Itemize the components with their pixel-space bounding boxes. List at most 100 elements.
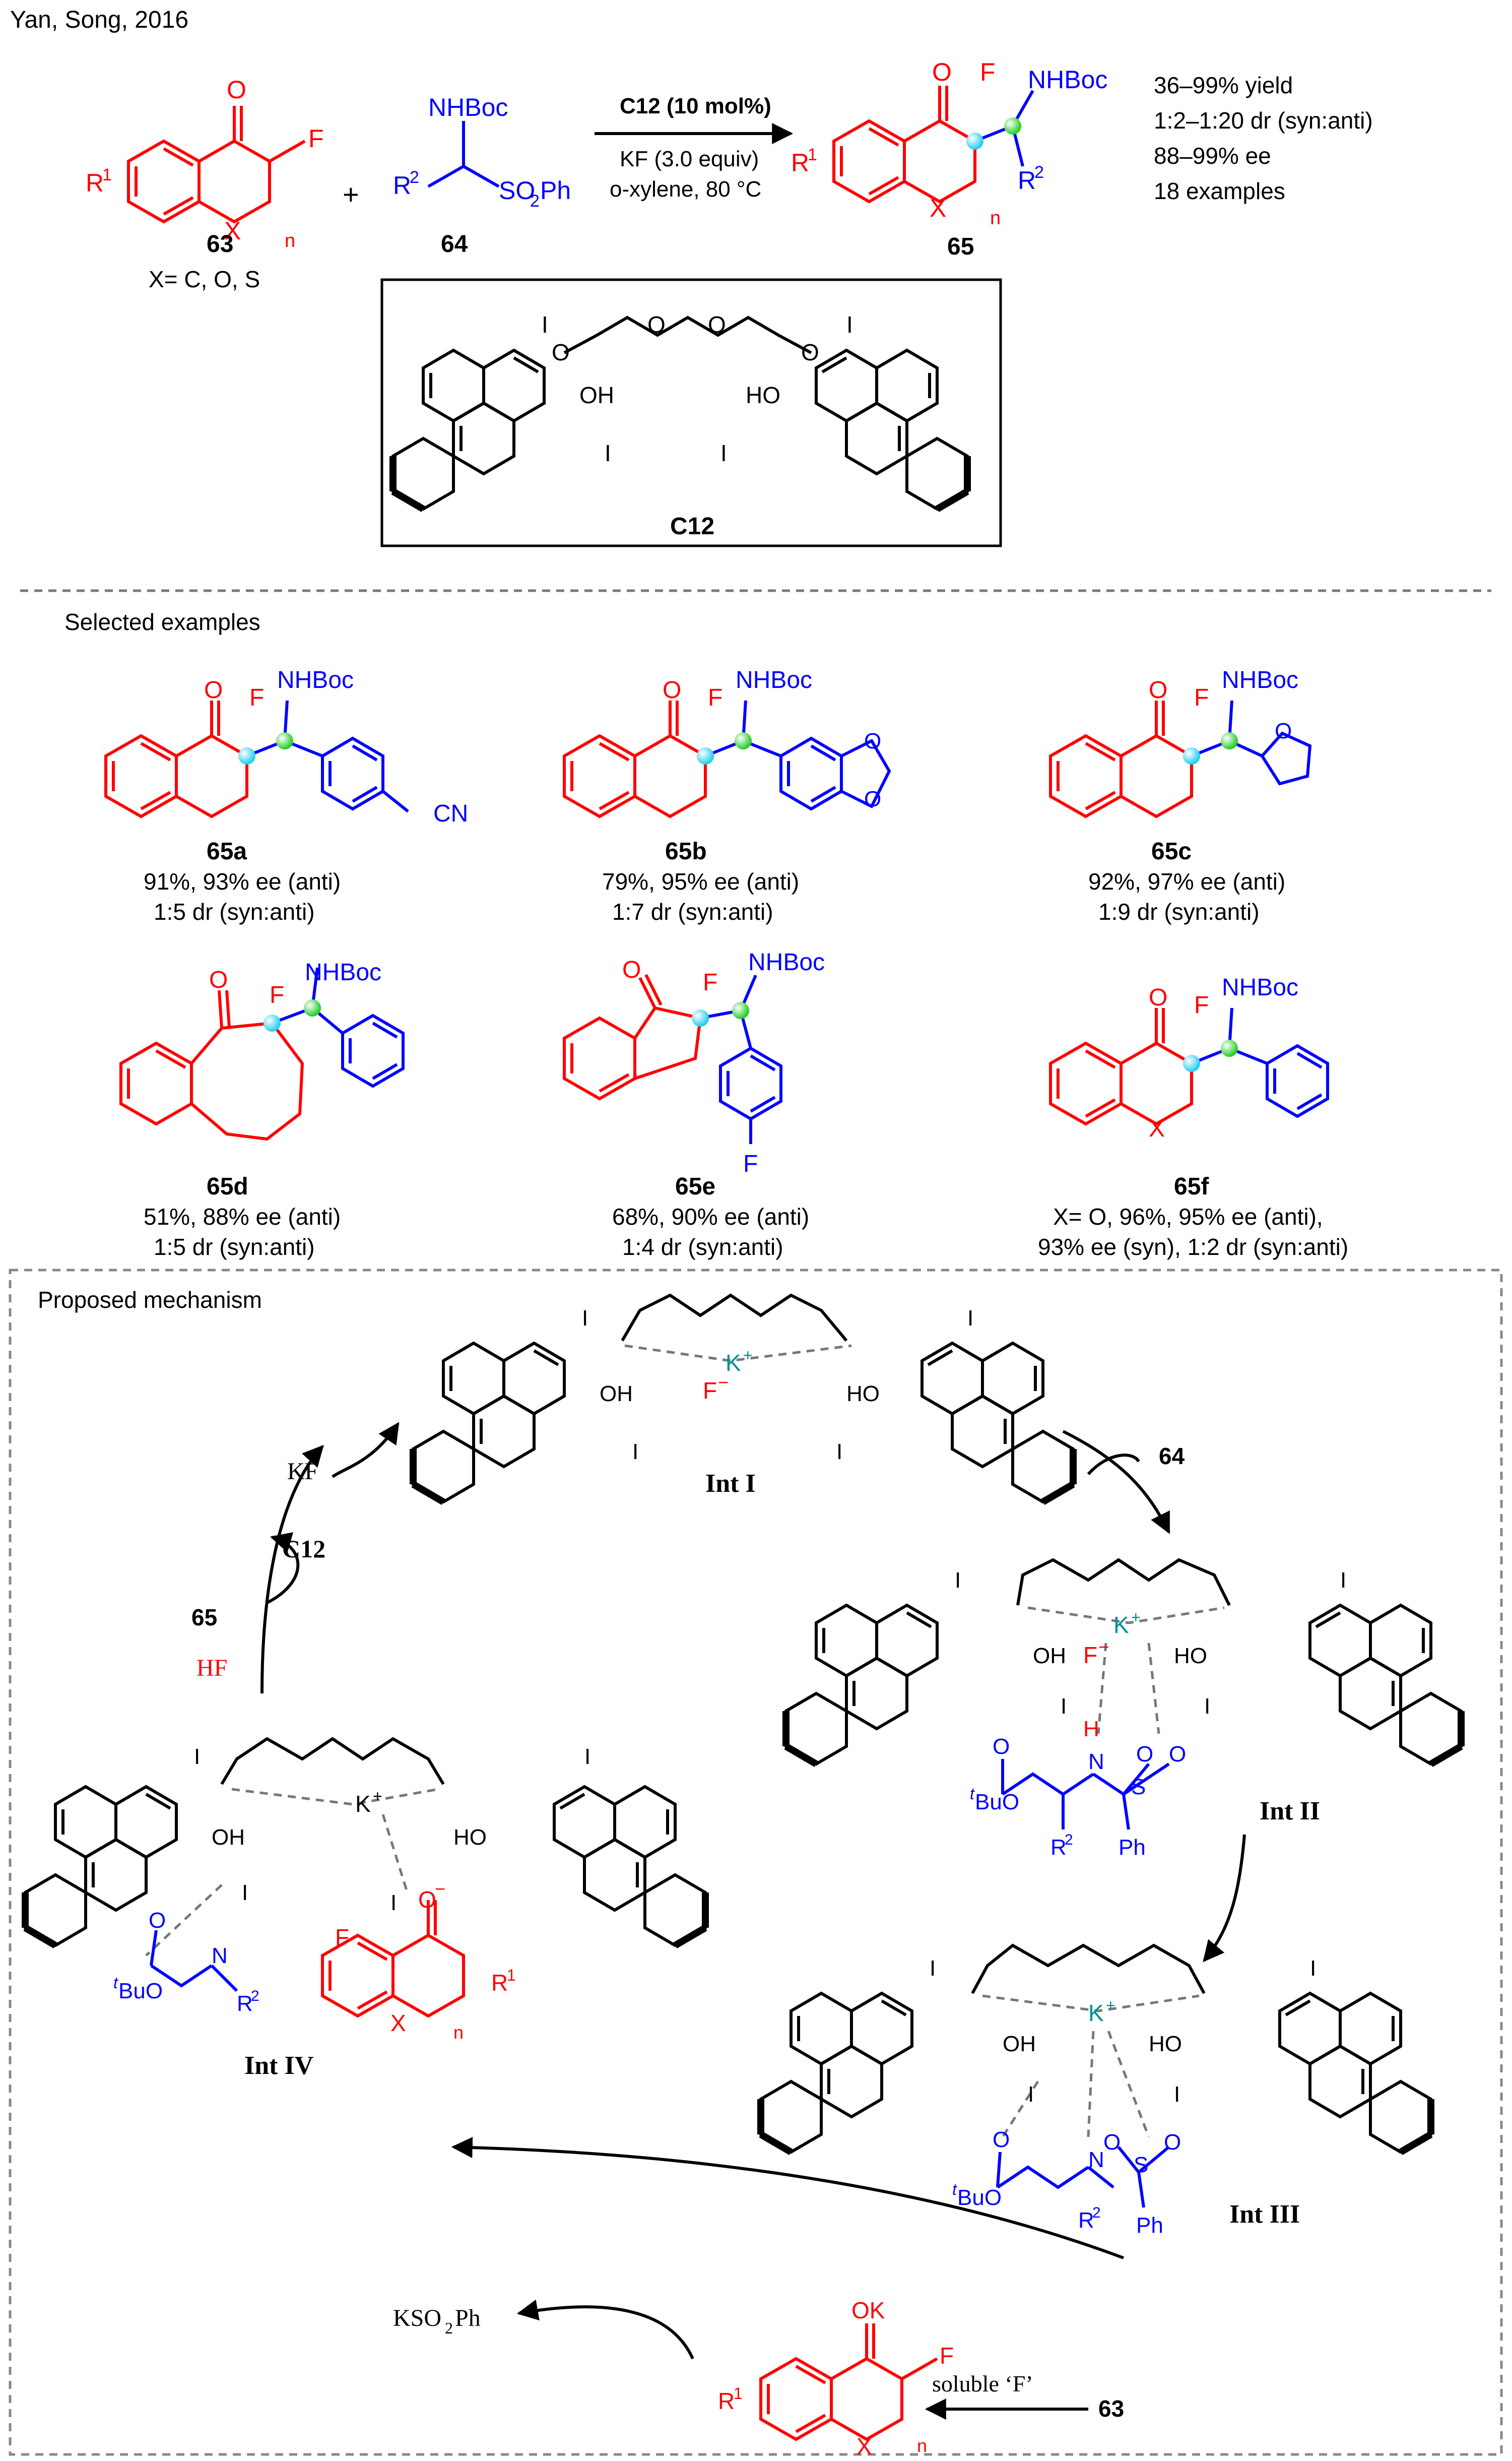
atom-label: 2 (1092, 2204, 1101, 2221)
example-65f-result: X= O, 96%, 95% ee (anti), (1053, 1204, 1323, 1230)
atom-label: O (1169, 1742, 1186, 1766)
atom-label: O (1149, 984, 1167, 1011)
atom-label: NHBoc (277, 667, 354, 693)
atom-label: Ph (540, 176, 571, 205)
example-65a-dr: 1:5 dr (syn:anti) (154, 899, 315, 925)
atom-label: F (940, 2343, 954, 2369)
atom-label: NHBoc (1028, 66, 1107, 94)
atom-label: OH (600, 1381, 633, 1406)
atom-label: K (1113, 1612, 1129, 1638)
intermediate-2-structure (786, 1558, 1461, 1830)
condition-2: KF (3.0 equiv) (620, 147, 759, 171)
atom-label: + (1131, 1608, 1141, 1626)
atom-label: 2 (530, 192, 540, 211)
atom-label: F (335, 1924, 349, 1950)
atom-label: F (1194, 992, 1209, 1019)
example-65a-id: 65a (207, 838, 247, 865)
atom-label: F (270, 982, 284, 1008)
mechanism-box (9, 1269, 1503, 2456)
intermediate-1-label: Int I (705, 1469, 756, 1498)
example-65b-structure (564, 701, 891, 816)
atom-label: I (1340, 1568, 1346, 1593)
atom-label: O (204, 677, 223, 704)
atom-label: Ph (1119, 1835, 1146, 1860)
product-65-out: 65 (191, 1604, 217, 1630)
atom-label: F (249, 684, 264, 711)
atom-label: X (1149, 1115, 1165, 1142)
reagent-64-label: 64 (441, 231, 468, 258)
atom-label: R (1078, 2208, 1094, 2233)
example-65b-dr: 1:7 dr (syn:anti) (612, 899, 773, 925)
reagent-64-structure (427, 121, 500, 188)
reagent-in-arrow (1087, 1454, 1140, 1475)
atom-label: n (990, 208, 1001, 229)
atom-label: F (1083, 1642, 1097, 1668)
atom-label: O (993, 2127, 1010, 2152)
example-65b-id: 65b (665, 838, 707, 865)
mechanism-title: Proposed mechanism (38, 1287, 262, 1313)
kf-label: KF (287, 1458, 318, 1485)
atom-label: t (952, 2180, 957, 2198)
atom-label: CN (433, 800, 468, 827)
atom-label: BuO (975, 1790, 1019, 1814)
atom-label: I (1028, 2082, 1034, 2107)
atom-label: 1 (734, 2384, 743, 2403)
atom-label: n (917, 2435, 927, 2456)
atom-label: + (373, 1787, 382, 1805)
example-65e-id: 65e (675, 1173, 715, 1200)
atom-label: n (285, 230, 295, 251)
atom-label: O (1275, 719, 1292, 743)
kf-in-arrow (332, 1422, 400, 1478)
atom-label: X (857, 2433, 872, 2459)
atom-label: − (1098, 1636, 1109, 1657)
atom-label: R (393, 171, 411, 200)
atom-label: I (605, 440, 611, 466)
atom-label: O (1103, 2130, 1121, 2155)
atom-label: NHBoc (428, 93, 508, 121)
example-65b-result: 79%, 95% ee (anti) (602, 868, 799, 895)
result-dr: 1:2–1:20 dr (syn:anti) (1154, 107, 1373, 134)
product-out-arrow (266, 1532, 300, 1604)
cycle-arrow (260, 1444, 324, 1694)
atom-label: HO (746, 382, 780, 408)
atom-label: OK (851, 2297, 885, 2323)
atom-label: NHBoc (1222, 974, 1298, 1001)
atom-label: F (980, 58, 996, 86)
example-65d-dr: 1:5 dr (syn:anti) (154, 1234, 315, 1260)
example-65c-result: 92%, 97% ee (anti) (1088, 868, 1285, 895)
atom-label: X (224, 217, 241, 245)
atom-label: + (1106, 1996, 1115, 2014)
example-65c-structure (1050, 701, 1312, 816)
catalyst-c12-structure (393, 315, 967, 509)
cycle-arrow (1062, 1430, 1170, 1534)
atom-label: NHBoc (305, 959, 381, 986)
atom-label: I (955, 1568, 961, 1593)
example-65c-dr: 1:9 dr (syn:anti) (1098, 899, 1260, 925)
atom-label: F (703, 1377, 717, 1404)
atom-label: R (86, 169, 104, 197)
atom-label: O (864, 729, 881, 753)
atom-label: − (718, 1372, 729, 1393)
reagent-63-in: 63 (1098, 2395, 1124, 2422)
atom-label: O (993, 1734, 1010, 1759)
example-65d-structure (119, 967, 403, 1141)
atom-label: O (1136, 1742, 1153, 1766)
example-65f-dr: 93% ee (syn), 1:2 dr (syn:anti) (1038, 1234, 1348, 1260)
atom-label: R (1018, 166, 1036, 195)
catalyst-box (380, 278, 1002, 547)
atom-label: OH (579, 382, 614, 408)
atom-label: H (1083, 1717, 1099, 1741)
atom-label: N (212, 1943, 228, 1968)
condition-1: C12 (10 mol%) (620, 94, 771, 118)
intermediate-3-label: Int III (1229, 2200, 1300, 2229)
atom-label: O (1164, 2130, 1181, 2155)
atom-label: HO (846, 1381, 880, 1406)
example-65d-result: 51%, 88% ee (anti) (144, 1204, 341, 1230)
atom-label: SO (499, 176, 535, 205)
atom-label: Ph (1136, 2213, 1163, 2238)
atom-label: I (242, 1880, 248, 1905)
atom-label: NHBoc (748, 949, 825, 976)
intermediate-4-label: Int IV (244, 2051, 313, 2080)
example-65d-id: 65d (207, 1173, 248, 1200)
product-65-label: 65 (947, 233, 974, 260)
